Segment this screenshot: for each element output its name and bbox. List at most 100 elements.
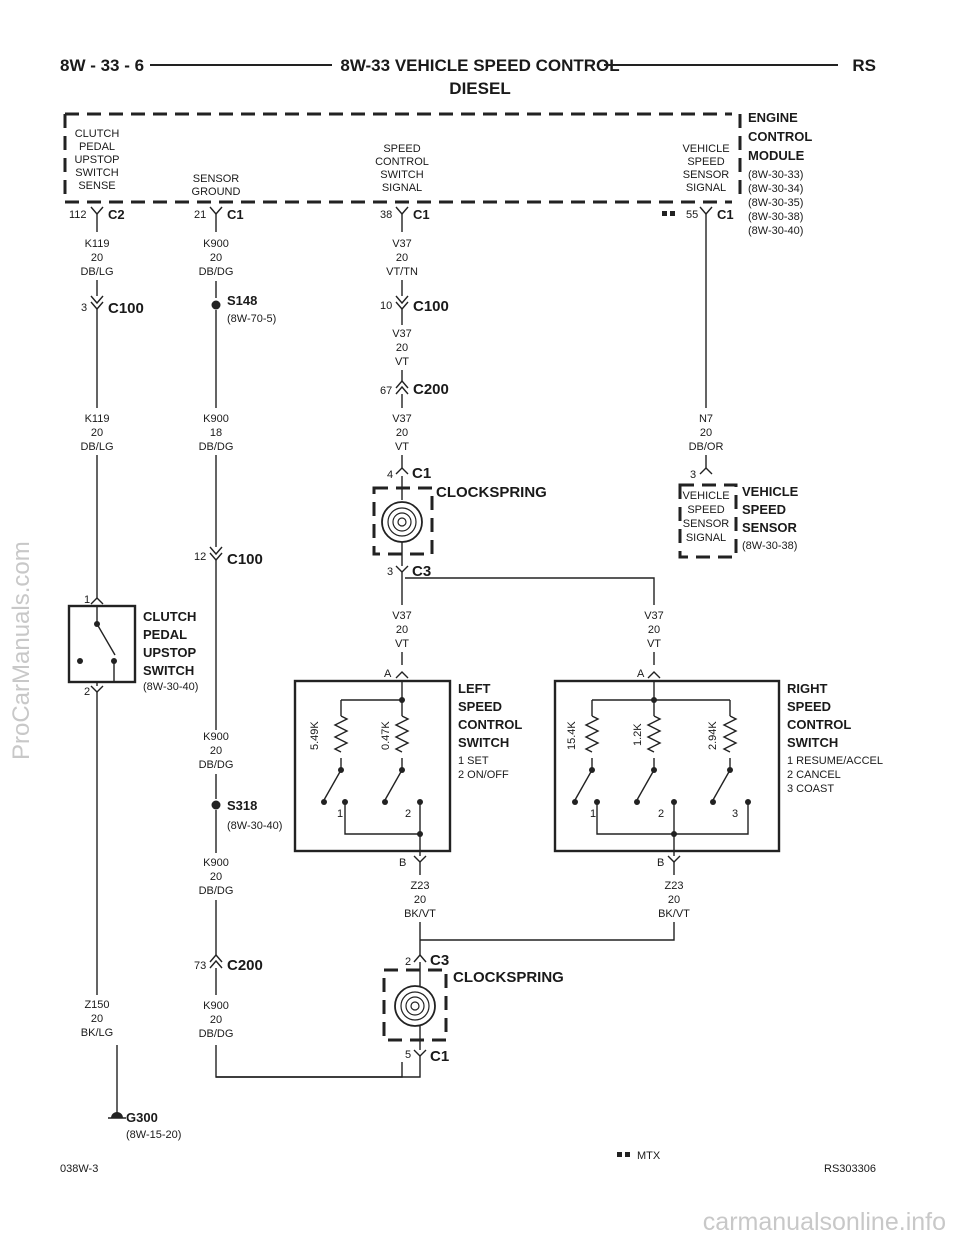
svg-text:3: 3 xyxy=(690,469,696,481)
resistor-1.2k-icon xyxy=(646,715,662,753)
svg-text:20: 20 xyxy=(396,624,408,636)
svg-text:K900: K900 xyxy=(203,857,229,869)
svg-text:PEDAL: PEDAL xyxy=(79,141,115,153)
svg-text:N7: N7 xyxy=(699,413,713,425)
svg-text:20: 20 xyxy=(414,894,426,906)
clockspring-coil-icon xyxy=(394,985,436,1027)
svg-text:C1: C1 xyxy=(717,207,734,222)
ecm-ref: (8W-30-38) xyxy=(748,211,803,223)
ecm-ref: (8W-30-40) xyxy=(748,225,803,237)
vss-name: SPEED xyxy=(742,502,786,517)
svg-text:112: 112 xyxy=(69,209,87,221)
svg-text:SENSOR: SENSOR xyxy=(683,518,730,530)
svg-text:2: 2 xyxy=(405,808,411,820)
svg-text:(8W-70-5): (8W-70-5) xyxy=(227,313,276,325)
svg-text:55: 55 xyxy=(686,209,698,221)
watermark-side: ProCarManuals.com xyxy=(8,541,36,760)
resistor-label: 1.2K xyxy=(632,723,644,746)
svg-text:20: 20 xyxy=(396,427,408,439)
ecm-ref: (8W-30-33) xyxy=(748,169,803,181)
svg-text:4: 4 xyxy=(387,469,393,481)
svg-text:SIGNAL: SIGNAL xyxy=(686,182,726,194)
mtx-marker-icon xyxy=(625,1152,630,1157)
svg-text:V37: V37 xyxy=(392,610,412,622)
right-switch-name: CONTROL xyxy=(787,717,851,732)
svg-text:C3: C3 xyxy=(430,952,449,969)
svg-text:73: 73 xyxy=(194,960,206,972)
section-code: RS xyxy=(852,56,876,75)
svg-text:B: B xyxy=(399,857,406,869)
clutch-switch-name: PEDAL xyxy=(143,627,187,642)
svg-text:20: 20 xyxy=(700,427,712,439)
resistor-5.49k-icon xyxy=(333,715,349,753)
svg-text:V37: V37 xyxy=(392,238,412,250)
svg-text:V37: V37 xyxy=(644,610,664,622)
svg-text:V37: V37 xyxy=(392,328,412,340)
wire-label-v37: V37 20 VT xyxy=(392,328,412,368)
ecm-title: ENGINE CONTROL MODULE (8W-30-33) (8W-30-… xyxy=(748,110,812,237)
connector-c100-12: 12 C100 xyxy=(194,546,263,568)
svg-text:SENSOR: SENSOR xyxy=(683,169,730,181)
wire-label-k900: K900 20 DB/DG xyxy=(199,1000,234,1040)
svg-text:C100: C100 xyxy=(108,300,144,317)
wire-label-z150: Z150 20 BK/LG xyxy=(81,999,113,1039)
svg-text:C200: C200 xyxy=(227,957,263,974)
svg-text:20: 20 xyxy=(396,252,408,264)
vss-name: SENSOR xyxy=(742,520,798,535)
svg-text:DB/DG: DB/DG xyxy=(199,885,234,897)
svg-text:20: 20 xyxy=(396,342,408,354)
svg-text:20: 20 xyxy=(91,427,103,439)
svg-text:DB/LG: DB/LG xyxy=(80,266,113,278)
resistor-label: 15.4K xyxy=(566,721,578,750)
svg-text:V37: V37 xyxy=(392,413,412,425)
ecm-pin-clutch-label: CLUTCH PEDAL UPSTOP SWITCH SENSE xyxy=(74,128,119,192)
header: 8W - 33 - 6 8W-33 VEHICLE SPEED CONTROL … xyxy=(60,56,876,98)
ground-g300: G300 (8W-15-20) xyxy=(108,1110,181,1141)
svg-text:A: A xyxy=(637,668,645,680)
splice-dot-icon xyxy=(211,800,221,810)
circuit-k119: K119 20 DB/LG 3 C100 K119 20 DB/LG 1 xyxy=(67,214,198,1141)
right-switch-note: 3 COAST xyxy=(787,783,834,795)
svg-text:1: 1 xyxy=(84,594,90,606)
splice-s318: S318 (8W-30-40) xyxy=(211,798,282,832)
clutch-pedal-upstop-switch: 1 2 CLUTCH PEDAL UPSTOP SWITCH (8W-30-40… xyxy=(67,594,198,698)
circuit-k900: K900 20 DB/DG S148 (8W-70-5) K900 18 DB/… xyxy=(194,214,403,1078)
svg-text:CLOCKSPRING: CLOCKSPRING xyxy=(453,969,564,986)
mtx-marker-icon xyxy=(662,211,667,216)
svg-text:VT: VT xyxy=(395,638,409,650)
svg-text:UPSTOP: UPSTOP xyxy=(74,154,119,166)
svg-text:C1: C1 xyxy=(227,207,244,222)
svg-text:K900: K900 xyxy=(203,413,229,425)
svg-text:MTX: MTX xyxy=(637,1150,661,1162)
connector-c100-3: 3 C100 xyxy=(81,295,144,317)
svg-text:C2: C2 xyxy=(108,207,125,222)
resistor-0.47k-icon xyxy=(394,715,410,753)
mtx-marker-icon xyxy=(617,1152,622,1157)
svg-text:K119: K119 xyxy=(85,413,110,425)
svg-text:10: 10 xyxy=(380,300,392,312)
svg-text:K900: K900 xyxy=(203,238,229,250)
svg-text:3: 3 xyxy=(732,808,738,820)
wire-label-v37: V37 20 VT xyxy=(392,413,412,453)
svg-text:20: 20 xyxy=(210,871,222,883)
right-switch-name: SPEED xyxy=(787,699,831,714)
document-code: RS303306 xyxy=(824,1163,876,1175)
ecm-name-line: CONTROL xyxy=(748,129,812,144)
resistor-label: 5.49K xyxy=(309,721,321,750)
circuit-n7: N7 20 DB/OR 3 VEHICLE SPEED SENSOR SIGNA… xyxy=(678,214,799,559)
clutch-switch-name: CLUTCH xyxy=(143,609,196,624)
legend-mtx: MTX xyxy=(617,1150,661,1162)
right-switch-note: 1 RESUME/ACCEL xyxy=(787,755,883,767)
clockspring-coil-icon xyxy=(381,501,423,543)
svg-text:3: 3 xyxy=(387,566,393,578)
svg-text:CLUTCH: CLUTCH xyxy=(75,128,120,140)
svg-text:VT/TN: VT/TN xyxy=(386,266,418,278)
svg-text:12: 12 xyxy=(194,551,206,563)
ecm-ref: (8W-30-35) xyxy=(748,197,803,209)
svg-text:VT: VT xyxy=(395,441,409,453)
svg-text:C1: C1 xyxy=(413,207,430,222)
svg-text:C1: C1 xyxy=(430,1048,449,1065)
wire-label-n7: N7 20 DB/OR xyxy=(689,413,724,453)
wire-label-v37-right: V37 20 VT xyxy=(644,610,664,650)
